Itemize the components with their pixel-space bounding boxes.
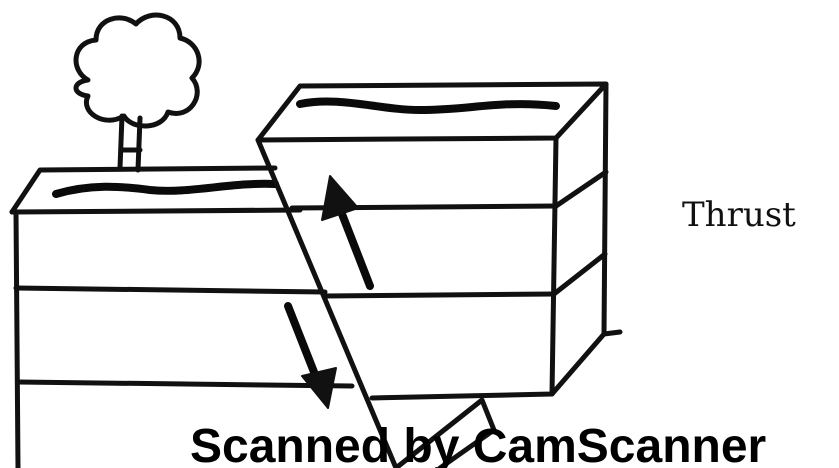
- down-arrow-shaft: [288, 306, 314, 372]
- down-arrow-head: [302, 368, 336, 408]
- left-block-ground-line: [56, 184, 275, 194]
- right-block-side-stratum-1: [556, 172, 606, 206]
- thrust-label: Thrust: [682, 195, 796, 235]
- tree-crown: [76, 15, 199, 126]
- right-block-stratum-line-2: [326, 294, 554, 296]
- watermark-text: Scanned by CamScanner: [190, 420, 766, 468]
- up-arrow-shaft: [342, 214, 370, 286]
- up-arrow-head: [322, 176, 358, 220]
- right-block-side-stratum-2: [554, 254, 605, 294]
- right-block-front-face: [372, 138, 556, 398]
- left-block-stratum-line-2: [18, 382, 352, 386]
- right-block-corner-stub: [604, 332, 620, 334]
- right-block-ground-line: [300, 102, 556, 110]
- left-block-stratum-line-1: [16, 288, 325, 292]
